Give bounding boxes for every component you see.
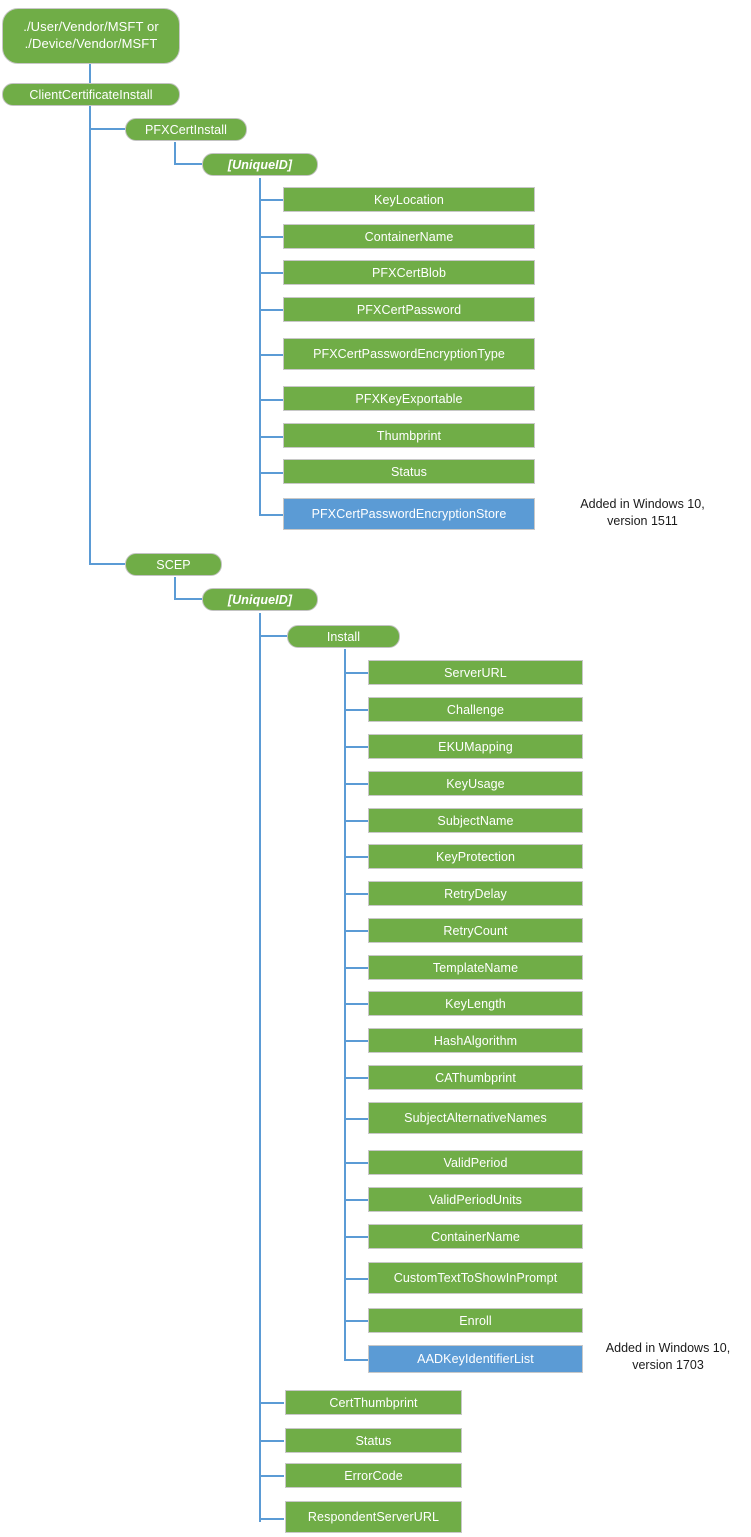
node-enroll[interactable]: Enroll <box>368 1308 583 1333</box>
node-pfxkeyexportable[interactable]: PFXKeyExportable <box>283 386 535 411</box>
connector-install-leaf-12 <box>344 1118 369 1120</box>
connector-pfx-leaf-3 <box>259 309 284 311</box>
node-challenge[interactable]: Challenge <box>368 697 583 722</box>
connector-scep-uid-leaf-1 <box>259 1440 284 1442</box>
node-serverurl[interactable]: ServerURL <box>368 660 583 685</box>
node-keyusage[interactable]: KeyUsage <box>368 771 583 796</box>
node-status-scep[interactable]: Status <box>285 1428 462 1453</box>
node-install[interactable]: Install <box>287 625 400 648</box>
connector-install-leaf-13 <box>344 1162 369 1164</box>
node-hashalgorithm[interactable]: HashAlgorithm <box>368 1028 583 1053</box>
connector-install-leaf-4 <box>344 820 369 822</box>
node-subjectalternativenames[interactable]: SubjectAlternativeNames <box>368 1102 583 1134</box>
node-pfxcertpasswordencryptiontype[interactable]: PFXCertPasswordEncryptionType <box>283 338 535 370</box>
node-pfxcertblob[interactable]: PFXCertBlob <box>283 260 535 285</box>
connector-root-spine <box>89 64 91 564</box>
connector-install-leaf-5 <box>344 856 369 858</box>
connector-install-leaf-0 <box>344 672 369 674</box>
connector-install-leaf-9 <box>344 1003 369 1005</box>
connector-install-leaf-16 <box>344 1278 369 1280</box>
connector-scep-spine <box>174 577 176 599</box>
connector-cci-to-scep <box>89 563 125 565</box>
node-containername-pfx[interactable]: ContainerName <box>283 224 535 249</box>
node-customtexttoshowinprompt[interactable]: CustomTextToShowInPrompt <box>368 1262 583 1294</box>
node-pfxcertinstall[interactable]: PFXCertInstall <box>125 118 247 141</box>
connector-pfx-spine <box>174 142 176 164</box>
node-pfxcertpassword[interactable]: PFXCertPassword <box>283 297 535 322</box>
connector-install-leaf-1 <box>344 709 369 711</box>
node-clientcertificateinstall[interactable]: ClientCertificateInstall <box>2 83 180 106</box>
connector-pfx-leaf-5 <box>259 399 284 401</box>
connector-install-leaf-18 <box>344 1359 369 1361</box>
connector-pfx-leaf-8 <box>259 514 284 516</box>
connector-pfx-leaf-2 <box>259 272 284 274</box>
node-templatename[interactable]: TemplateName <box>368 955 583 980</box>
connector-scep-to-uid <box>174 598 202 600</box>
annotation-added-1703: Added in Windows 10, version 1703 <box>605 1341 731 1372</box>
node-status-pfx[interactable]: Status <box>283 459 535 484</box>
connector-install-leaf-3 <box>344 783 369 785</box>
node-pfx-uniqueid[interactable]: [UniqueID] <box>202 153 318 176</box>
connector-pfx-leaf-0 <box>259 199 284 201</box>
connector-pfx-leaf-4 <box>259 354 284 356</box>
connector-pfx-leaf-6 <box>259 436 284 438</box>
node-ekumapping[interactable]: EKUMapping <box>368 734 583 759</box>
connector-cci-to-pfx <box>89 128 125 130</box>
node-aadkeyidentifierlist[interactable]: AADKeyIdentifierList <box>368 1345 583 1373</box>
node-retrycount[interactable]: RetryCount <box>368 918 583 943</box>
connector-install-leaf-14 <box>344 1199 369 1201</box>
connector-install-leaf-17 <box>344 1320 369 1322</box>
connector-install-leaf-15 <box>344 1236 369 1238</box>
connector-install-leaf-10 <box>344 1040 369 1042</box>
connector-install-leaf-6 <box>344 893 369 895</box>
node-root-path[interactable]: ./User/Vendor/MSFT or ./Device/Vendor/MS… <box>2 8 180 64</box>
connector-install-leaf-2 <box>344 746 369 748</box>
connector-scep-uid-leaf-0 <box>259 1402 284 1404</box>
node-subjectname[interactable]: SubjectName <box>368 808 583 833</box>
node-keylength[interactable]: KeyLength <box>368 991 583 1016</box>
node-validperiodunits[interactable]: ValidPeriodUnits <box>368 1187 583 1212</box>
node-thumbprint[interactable]: Thumbprint <box>283 423 535 448</box>
connector-scep-uid-spine <box>259 613 261 1522</box>
node-scep[interactable]: SCEP <box>125 553 222 576</box>
connector-pfx-leaf-7 <box>259 472 284 474</box>
node-validperiod[interactable]: ValidPeriod <box>368 1150 583 1175</box>
connector-scep-uid-leaf-2 <box>259 1475 284 1477</box>
node-errorcode[interactable]: ErrorCode <box>285 1463 462 1488</box>
node-keyprotection[interactable]: KeyProtection <box>368 844 583 869</box>
connector-install-leaf-7 <box>344 930 369 932</box>
connector-pfx-to-uid <box>174 163 202 165</box>
connector-install-leaf-8 <box>344 967 369 969</box>
node-keylocation[interactable]: KeyLocation <box>283 187 535 212</box>
node-scep-uniqueid[interactable]: [UniqueID] <box>202 588 318 611</box>
connector-pfx-leaf-1 <box>259 236 284 238</box>
connector-pfx-uid-spine <box>259 178 261 515</box>
node-containername-scep[interactable]: ContainerName <box>368 1224 583 1249</box>
node-certthumbprint[interactable]: CertThumbprint <box>285 1390 462 1415</box>
annotation-added-1511: Added in Windows 10, version 1511 <box>580 497 705 528</box>
node-pfxcertpasswordencryptionstore[interactable]: PFXCertPasswordEncryptionStore <box>283 498 535 530</box>
node-cathumbprint[interactable]: CAThumbprint <box>368 1065 583 1090</box>
node-respondentserverurl[interactable]: RespondentServerURL <box>285 1501 462 1533</box>
node-retrydelay[interactable]: RetryDelay <box>368 881 583 906</box>
connector-install-leaf-11 <box>344 1077 369 1079</box>
connector-scep-uid-leaf-3 <box>259 1518 284 1520</box>
connector-scep-uid-to-install <box>259 635 287 637</box>
